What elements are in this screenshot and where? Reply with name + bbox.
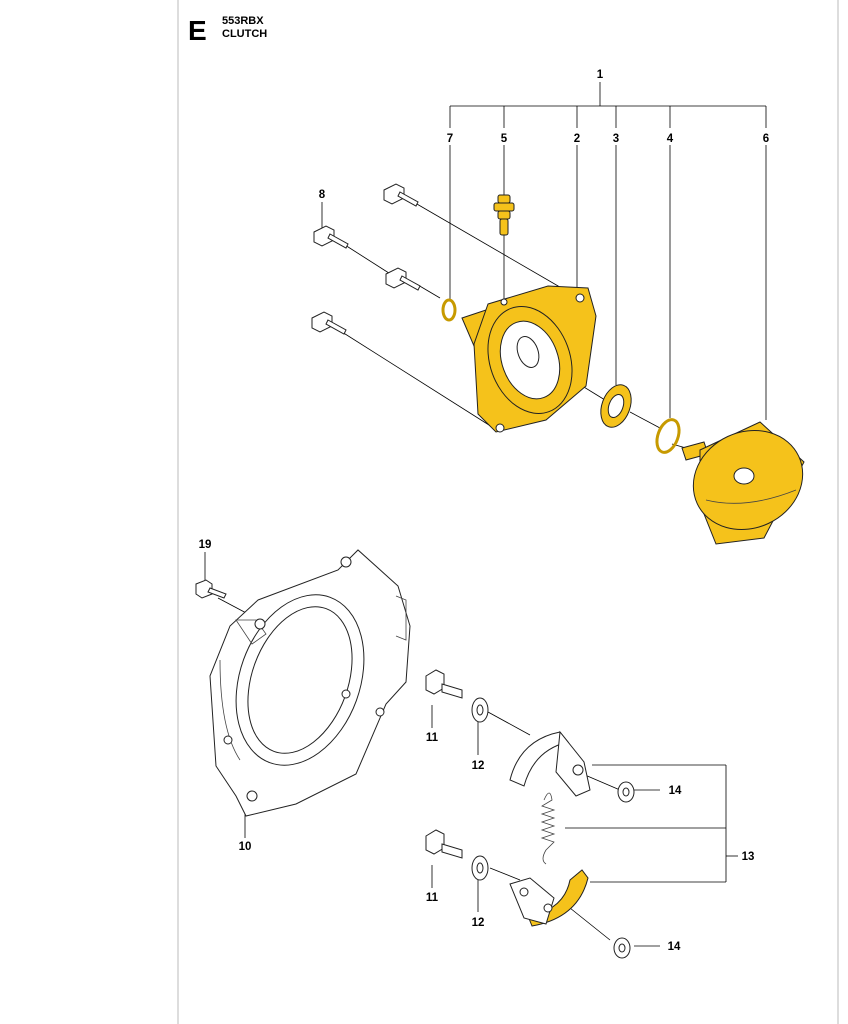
callout-11: 11 bbox=[426, 892, 439, 904]
callout-12: 12 bbox=[472, 917, 485, 929]
washer-hole bbox=[476, 704, 484, 716]
callout-2: 2 bbox=[574, 133, 580, 145]
callout-14: 14 bbox=[668, 941, 681, 953]
callout-10: 10 bbox=[239, 841, 252, 853]
callout-13: 13 bbox=[742, 851, 755, 863]
shoulder-bolt-icon bbox=[425, 669, 463, 699]
circlip-icon bbox=[441, 298, 457, 322]
clutch-shoe-icon bbox=[509, 730, 591, 797]
callout-3: 3 bbox=[613, 133, 619, 145]
shoulder-bolt-icon bbox=[425, 829, 463, 859]
callout-1: 1 bbox=[597, 69, 604, 81]
clutch-shoe-icon bbox=[509, 869, 589, 927]
clutch-drum-icon bbox=[681, 421, 805, 545]
section-letter: E bbox=[188, 15, 207, 46]
callout-7: 7 bbox=[447, 133, 453, 145]
washer-hole bbox=[618, 943, 626, 953]
bearing-icon bbox=[600, 384, 632, 428]
callout-6: 6 bbox=[763, 133, 769, 145]
model-number: 553RBX bbox=[222, 15, 264, 27]
callout-8: 8 bbox=[319, 189, 326, 201]
bolt-icon bbox=[311, 311, 347, 335]
clutch-housing-icon bbox=[461, 285, 597, 433]
callout-11: 11 bbox=[426, 732, 439, 744]
bolt-icon bbox=[313, 225, 349, 249]
washer-hole bbox=[476, 862, 484, 874]
grease-nipple-icon bbox=[493, 194, 515, 236]
bolt-icon bbox=[385, 267, 421, 291]
leader-lines-upper bbox=[321, 145, 767, 453]
callout-1-bracket bbox=[449, 82, 767, 128]
callout-19: 19 bbox=[199, 539, 212, 551]
spring-icon bbox=[540, 792, 556, 865]
fan-housing-icon bbox=[209, 549, 411, 817]
callout-12: 12 bbox=[472, 760, 485, 772]
washer-hole bbox=[622, 787, 630, 797]
callout-14: 14 bbox=[669, 785, 682, 797]
circlip-icon bbox=[655, 418, 681, 454]
callout-5: 5 bbox=[501, 133, 508, 145]
callout-4: 4 bbox=[667, 133, 674, 145]
bolt-icon bbox=[195, 579, 227, 599]
diagram-title: CLUTCH bbox=[222, 28, 267, 40]
bolt-icon bbox=[383, 183, 419, 207]
